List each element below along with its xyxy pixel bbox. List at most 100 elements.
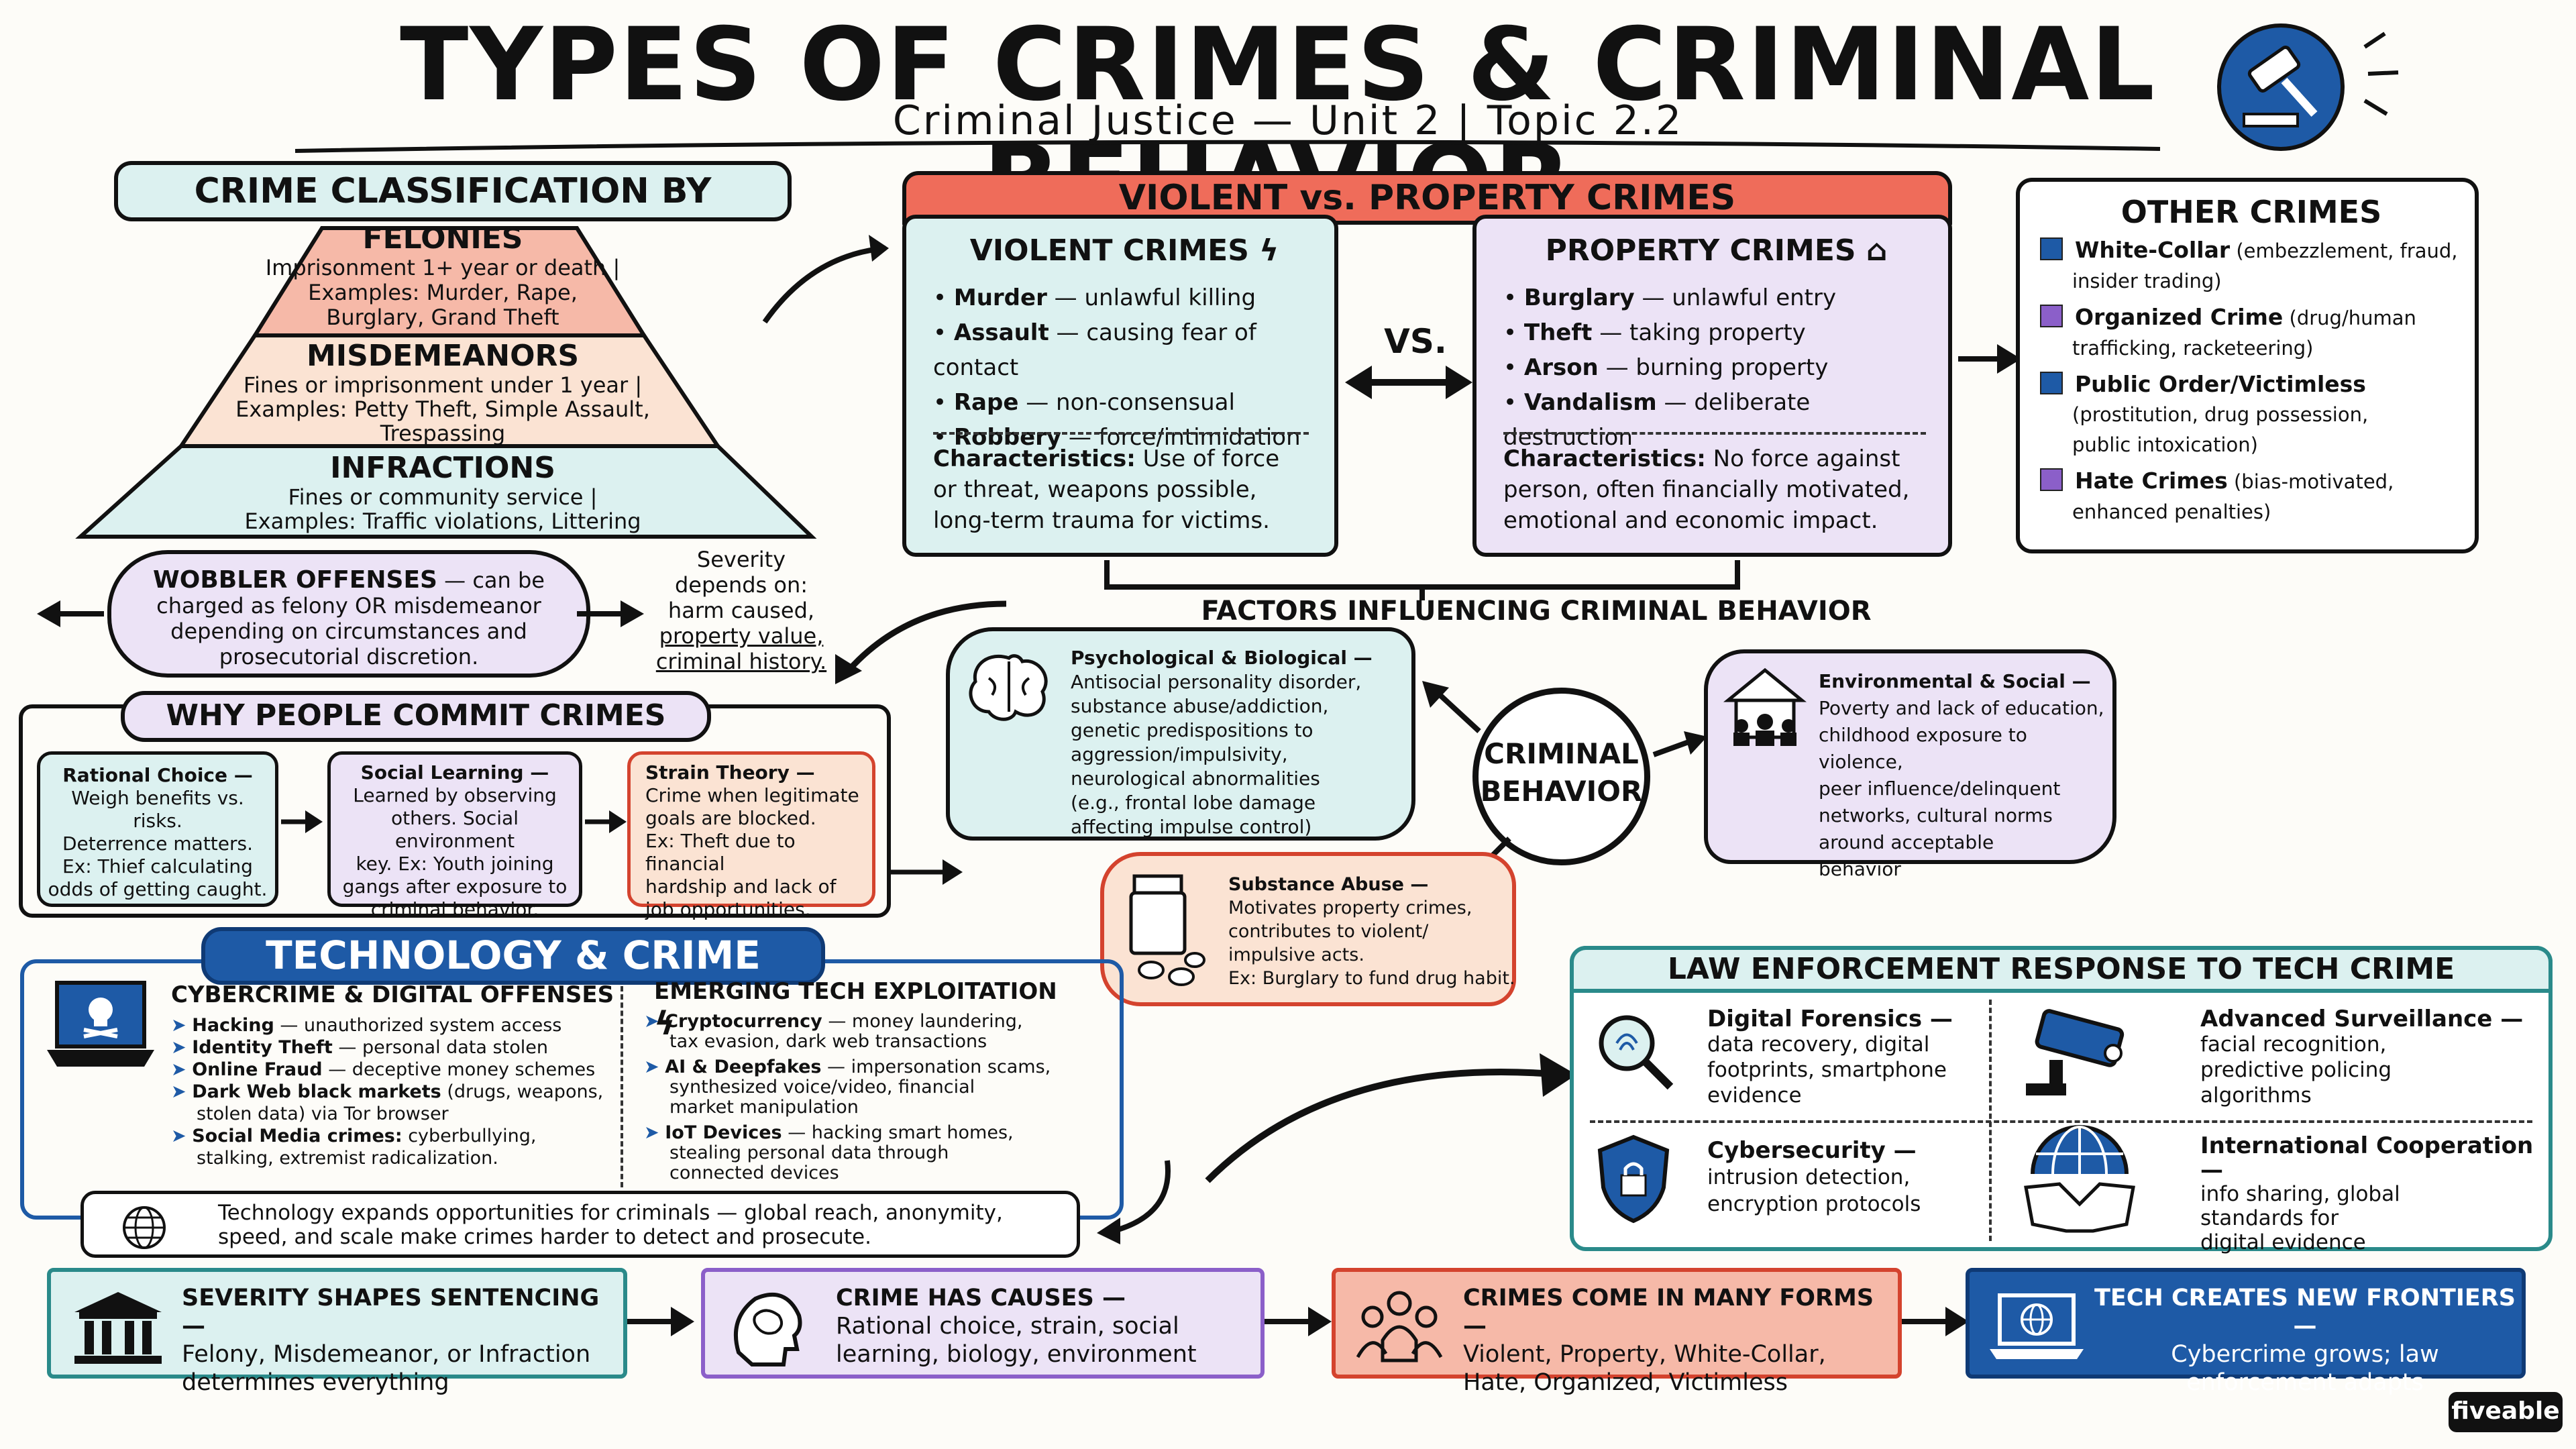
intl-text: International Cooperation — info sharing…: [2200, 1132, 2534, 1254]
strain-l4: hardship and lack of: [645, 875, 837, 898]
felonies-line3: Burglary, Grand Theft: [326, 305, 559, 330]
rational-l4: odds of getting caught.: [48, 878, 268, 900]
lightning-icon: ϟ: [654, 1005, 676, 1042]
social-l4: gangs after exposure to: [342, 875, 568, 898]
summary-tech-text: TECH CREATES NEW FRONTIERS —Cybercrime g…: [2094, 1285, 2516, 1396]
list-item: ➤ Online Fraud — deceptive money schemes: [171, 1059, 596, 1080]
center-line1: CRIMINAL: [1484, 737, 1639, 770]
gavel-icon: [2217, 23, 2399, 151]
chevron-right-icon: ➤: [171, 1037, 186, 1058]
forensics-text: Digital Forensics — data recovery, digit…: [1707, 1006, 1953, 1108]
globe-handshake-icon: [2024, 1125, 2135, 1233]
divider: [1989, 1000, 1992, 1241]
strain-l5: job opportunities.: [645, 898, 811, 920]
strain-title: Strain Theory —: [645, 761, 815, 784]
arrow-icon: [585, 810, 627, 833]
other-list: White-Collar (embezzlement, fraud,inside…: [2040, 235, 2476, 527]
severity-header: CRIME CLASSIFICATION BY SEVERITY: [114, 161, 792, 264]
curved-arrow-icon: [835, 600, 1007, 684]
summary-forms-text: CRIMES COME IN MANY FORMS —Violent, Prop…: [1463, 1285, 1874, 1396]
list-item: ➤ Social Media crimes: cyberbullying,sta…: [171, 1126, 537, 1169]
psych-text: Psychological & Biological — Antisocial …: [1071, 647, 1373, 838]
social-l3: key. Ex: Youth joining: [356, 853, 554, 875]
list-item: Public Order/Victimless(prostitution, dr…: [2040, 370, 2476, 460]
divider: [621, 986, 623, 1187]
strain-l3: Ex: Theft due to financial: [645, 830, 796, 875]
surveillance-text: Advanced Surveillance — facial recogniti…: [2200, 1006, 2524, 1108]
list-item: ➤ Cryptocurrency — money laundering,tax …: [644, 1011, 1023, 1052]
env-social-card: Environmental & Social — Poverty and lac…: [1704, 649, 2116, 880]
list-item: • Assault — causing fear of contact: [933, 319, 1256, 381]
substance-text: Substance Abuse — Motivates property cri…: [1228, 874, 1515, 989]
summary-causes-text: CRIME HAS CAUSES —Rational choice, strai…: [836, 1285, 1197, 1368]
arrow-to-factors-icon: [888, 859, 963, 885]
list-item: ➤ IoT Devices — hacking smart homes,stea…: [644, 1122, 1014, 1183]
purple-square-icon: [2040, 305, 2063, 327]
community-house-icon: [1723, 667, 1807, 746]
social-l1: Learned by observing: [353, 784, 557, 806]
why-header: WHY PEOPLE COMMIT CRIMES: [121, 691, 711, 742]
house-icon: ⌂: [1866, 233, 1888, 268]
group-people-icon: [1356, 1291, 1443, 1362]
courthouse-icon: [74, 1292, 162, 1364]
strain-l1: Crime when legitimate: [645, 784, 859, 806]
felonies-title: FELONIES: [362, 221, 523, 256]
chevron-right-icon: ➤: [171, 1059, 186, 1080]
list-item: • Rape — non-consensual: [933, 389, 1235, 416]
shield-lock-icon: [1597, 1134, 1670, 1224]
emerging-title: EMERGING TECH EXPLOITATION ϟ: [654, 978, 1057, 1042]
rational-l3: Ex: Thief calculating: [62, 855, 253, 877]
other-crimes-card: OTHER CRIMES White-Collar (embezzlement,…: [2016, 178, 2479, 553]
summary-causes: CRIME HAS CAUSES —Rational choice, strai…: [701, 1268, 1265, 1379]
emerging-list: ➤ Cryptocurrency — money laundering,tax …: [644, 1012, 1114, 1183]
list-item: • Robbery — force/intimidation: [933, 424, 1301, 451]
chevron-right-icon: ➤: [644, 1011, 659, 1032]
blue-square-icon: [2040, 237, 2063, 260]
felonies-line2: Examples: Murder, Rape,: [308, 280, 578, 305]
vs-label: VS.: [1384, 322, 1447, 361]
wobbler-text3: depending on circumstances and: [170, 619, 527, 644]
property-crimes-card: PROPERTY CRIMES ⌂ • Burglary — unlawful …: [1472, 215, 1952, 557]
tech-footer-text: Technology expands opportunities for cri…: [218, 1201, 1003, 1249]
severity-depends-l4: property value,: [659, 623, 824, 649]
severity-depends-l1: Severity: [696, 547, 786, 572]
social-learning-card: Social Learning — Learned by observing o…: [327, 751, 582, 920]
head-brain-icon: [733, 1292, 802, 1366]
list-item: ➤ Identity Theft — personal data stolen: [171, 1037, 548, 1058]
summary-tech: TECH CREATES NEW FRONTIERS —Cybercrime g…: [1966, 1268, 2526, 1396]
violent-title: VIOLENT CRIMES ϟ: [906, 233, 1342, 268]
social-l5: criminal behavior.: [370, 898, 539, 920]
strain-theory-card: Strain Theory — Crime when legitimate go…: [627, 751, 875, 920]
rational-l2: Deterrence matters.: [62, 833, 254, 855]
title-underline: [294, 140, 2161, 153]
severity-depends: Severity depends on: harm caused, proper…: [641, 547, 842, 674]
arrow-to-env-icon: [1652, 731, 1707, 757]
bracket: [1104, 560, 1740, 600]
factors-header: FACTORS INFLUENCING CRIMINAL BEHAVIOR: [1201, 596, 1872, 627]
brain-icon: [969, 654, 1048, 721]
felonies-block: FELONIES Imprisonment 1+ year or death |…: [201, 221, 684, 330]
severity-depends-l5: criminal history.: [655, 649, 827, 674]
divider: [1590, 1120, 2532, 1123]
severity-depends-l2: depends on:: [674, 572, 808, 598]
double-arrow-icon: [1345, 366, 1472, 399]
security-camera-icon: [2026, 1009, 2125, 1095]
arrow-icon: [281, 810, 323, 833]
right-arrow-icon: [577, 600, 644, 627]
cybersecurity-text: Cybersecurity — intrusion detection,encr…: [1707, 1137, 1921, 1216]
tech-footer: Technology expands opportunities for cri…: [80, 1191, 1080, 1258]
wobbler-text1: — can be: [437, 568, 545, 593]
wobbler-title: WOBBLER OFFENSES: [153, 566, 437, 594]
tech-header: TECHNOLOGY & CRIME: [201, 927, 825, 985]
strain-l2: goals are blocked.: [645, 807, 816, 829]
violent-characteristics: Characteristics: Use of force or threat,…: [933, 445, 1280, 534]
property-title: PROPERTY CRIMES ⌂: [1477, 233, 1956, 268]
curved-arrow-to-law-icon: [1205, 1053, 1576, 1183]
property-title-text: PROPERTY CRIMES: [1545, 233, 1856, 268]
globe-icon: [123, 1206, 166, 1249]
law-header: LAW ENFORCEMENT RESPONSE TO TECH CRIME: [1570, 946, 2553, 993]
brand-logo[interactable]: fiveable: [2449, 1392, 2563, 1432]
divider: [1503, 432, 1926, 435]
wobbler-text4: prosecutorial discretion.: [219, 644, 479, 669]
